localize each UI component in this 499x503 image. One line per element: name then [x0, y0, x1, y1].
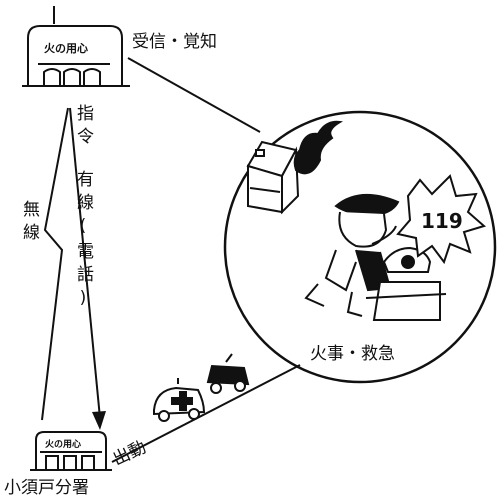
burst-119-text: 119 — [421, 209, 463, 233]
report-line — [127, 57, 261, 133]
dispatch-road — [111, 364, 301, 463]
hq-caption: 受信・覚知 — [132, 32, 217, 52]
branch-name: 小須戸分署 — [4, 478, 89, 498]
wireless-zigzag — [41, 107, 69, 421]
incident-label: 火事・救急 — [310, 344, 395, 364]
command-label: 指令 — [73, 104, 93, 150]
burst-119-icon — [396, 174, 487, 265]
incident-circle — [223, 110, 497, 384]
wired-line — [69, 107, 101, 419]
hq-sign-text: 火の用心 — [44, 42, 88, 55]
ambulance-icon — [153, 378, 206, 422]
branch-station-icon — [30, 431, 112, 471]
hq-station-icon — [22, 6, 130, 87]
wireless-label: 無線 — [19, 200, 39, 246]
fire-engine-icon — [206, 353, 250, 394]
burning-house-icon — [246, 120, 344, 215]
wired-arrowhead — [92, 411, 106, 430]
caller-person-icon — [304, 193, 400, 317]
branch-sign-text: 火の用心 — [45, 439, 81, 450]
wired-label: 有線(電話) — [73, 170, 93, 314]
